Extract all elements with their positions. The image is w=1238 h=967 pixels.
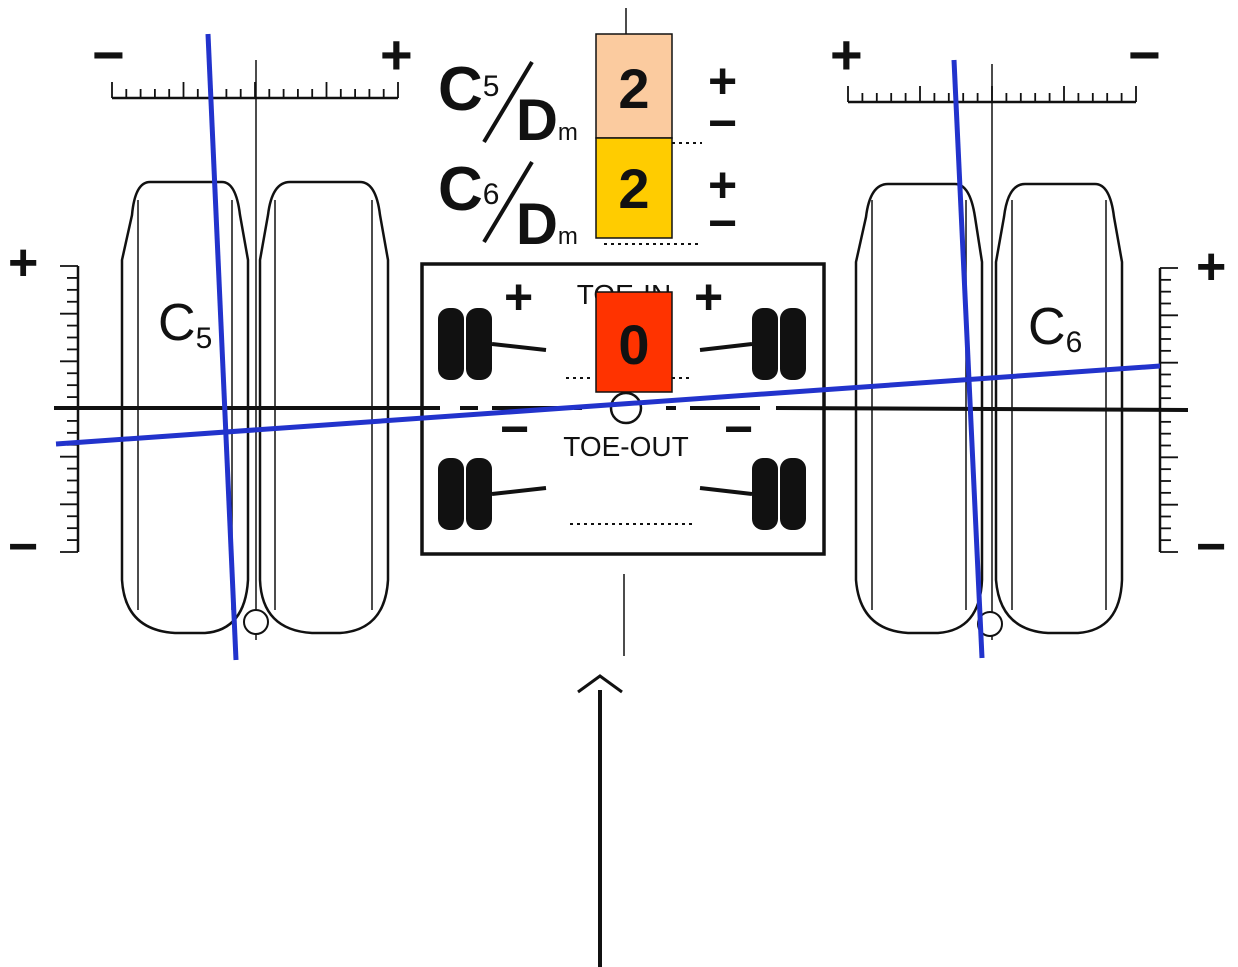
toe-panel-frame [420,262,826,556]
axle-reference-line [54,391,1189,425]
ratio-c6-denominator: Dm [516,192,578,257]
left-wheel-label: C5 [158,294,212,355]
ratio-c5-numerator: C5 [438,55,499,124]
ratio-c5-value-box [595,33,673,139]
right-dual-wheels: C6 [854,182,1124,637]
ratio-c6-minus: − [708,195,737,251]
toe-in-left-wheel-icon [438,308,547,380]
right-side-scale: + − [1158,238,1226,576]
ratio-c5-plus: + [708,53,737,109]
ratio-c5-minus: − [708,95,737,151]
right-camber-line [951,59,985,659]
right-camber-gauge: + − [830,23,1161,640]
left-scale-plus: + [8,234,38,292]
ratio-c5-denominator: Dm [516,88,578,153]
ratio-c6-value: 2 [618,157,649,220]
toe-panel: TOE-IN + + 0 − TOE-OUT − [420,262,826,556]
left-dual-wheels: C5 [120,180,390,635]
toe-value-box [595,291,673,393]
right-wheel-label: C6 [1028,298,1082,359]
right-gauge-plus: + [830,23,863,86]
left-scale-minus: − [8,518,38,576]
toe-value: 0 [618,313,649,376]
right-scale-plus: + [1196,238,1226,296]
right-scale-minus: − [1196,518,1226,576]
toe-in-plus-right: + [694,269,723,325]
ratio-readout-c6: C6 Dm 2 + − [438,137,737,257]
right-gauge-minus: − [1128,23,1161,86]
ratio-c6-plus: + [708,157,737,213]
left-camber-gauge: − + [92,23,413,640]
toe-out-right-wheel-icon [699,458,806,530]
ratio-c6-numerator: C6 [438,155,499,224]
toe-in-right-wheel-icon [699,308,806,380]
left-camber-line [205,33,239,661]
ratio-c6-value-box [595,137,673,239]
direction-arrow [577,674,623,967]
toe-out-left-wheel-icon [438,458,547,530]
toe-out-minus-right: − [724,401,753,457]
left-gauge-plus: + [380,23,413,86]
center-pivot-marker [609,391,643,425]
toe-in-plus-left: + [504,269,533,325]
measurement-lines [55,33,1161,661]
ratio-readout-c5: C5 Dm 2 + − [438,33,737,153]
ratio-c5-value: 2 [618,57,649,120]
axle-alignment-line [55,363,1161,447]
left-gauge-minus: − [92,23,125,86]
toe-out-label: TOE-OUT [563,431,688,462]
left-side-scale: + − [8,234,80,576]
